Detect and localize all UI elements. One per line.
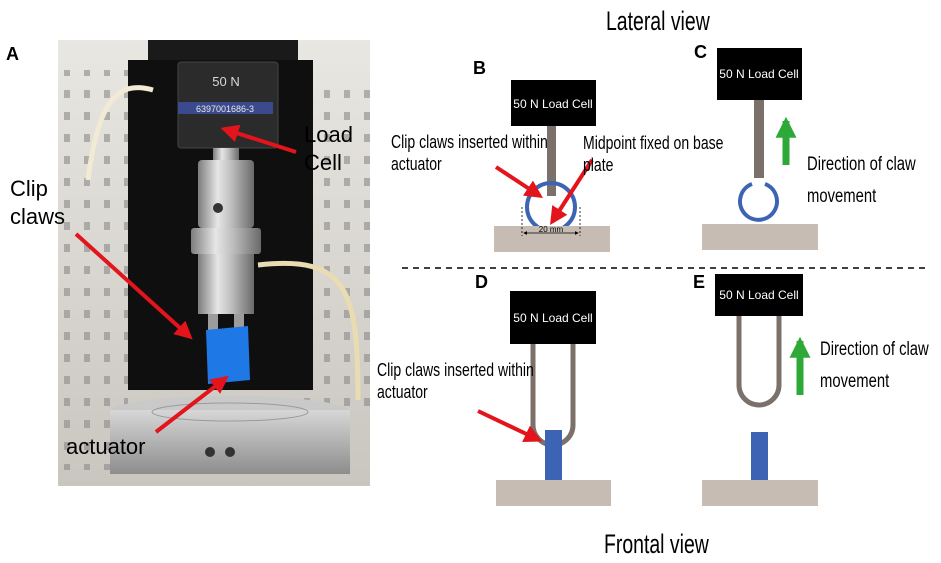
label-b-midpoint-line1: Midpoint fixed on base: [583, 133, 724, 153]
label-clip-claws-line1: Clip: [10, 176, 48, 201]
load-cell-text-b: 50 N Load Cell: [513, 97, 592, 111]
title-frontal-view: Frontal view: [604, 529, 709, 559]
load-cell-text-e: 50 N Load Cell: [719, 288, 798, 302]
grip-jaw-right: [234, 314, 244, 338]
panel-label-a: A: [6, 44, 19, 64]
claw-fork-e: [736, 316, 782, 408]
red-arrow-b-midpoint: [550, 158, 594, 226]
label-b-midpoint: Midpoint fixed on base plate: [583, 132, 723, 176]
coupler: [198, 160, 254, 228]
actuator-photo: [206, 326, 250, 384]
label-d-clip-claws: Clip claws inserted within actuator: [377, 359, 534, 403]
label-load-cell: Load Cell: [304, 121, 353, 177]
claw-fork-d: [530, 344, 576, 448]
grip-jaw-left: [208, 314, 218, 338]
label-d-clip-line1: Clip claws inserted within: [377, 360, 534, 380]
label-e-direction-line1: Direction of claw: [820, 339, 929, 360]
base-plate-c: [702, 224, 818, 250]
actuator-bar-e: [751, 432, 768, 480]
load-cell-text-d: 50 N Load Cell: [513, 311, 592, 325]
load-cell-box-e: [715, 274, 803, 316]
cable-right: [257, 260, 361, 401]
base-plate-b: [494, 226, 610, 252]
panel-label-e: E: [693, 272, 706, 292]
red-arrow-photo-actuator: [154, 375, 229, 434]
label-e-direction-line2: movement: [820, 371, 890, 392]
label-d-clip-line2: actuator: [377, 382, 428, 402]
label-b-midpoint-line2: plate: [583, 155, 614, 175]
label-c-direction-line2: movement: [807, 186, 877, 207]
panel-label-c: C: [694, 42, 707, 62]
red-arrow-b-clip: [494, 165, 544, 198]
claw-rod-c: [754, 100, 764, 178]
label-clip-claws-line2: claws: [10, 204, 66, 229]
red-arrow-d-clip: [477, 409, 543, 442]
base-plate-e: [702, 480, 818, 506]
claw-rod-b: [547, 126, 556, 196]
actuator-bar-d: [545, 430, 562, 480]
dim-label-b: 20 mm: [539, 225, 564, 234]
label-e-direction: Direction of claw movement: [820, 334, 929, 398]
label-c-direction: Direction of claw movement: [807, 149, 916, 213]
serial-sticker: [178, 102, 273, 114]
base-hole-right: [225, 447, 235, 457]
load-cell-force-text: 50 N: [212, 74, 239, 89]
panel-label-d: D: [475, 272, 488, 292]
load-cell-box-b: [511, 80, 596, 126]
clamp-collar: [191, 228, 261, 254]
grip-body: [198, 254, 254, 314]
load-cell-box-d: [510, 291, 596, 344]
actuator-ring-c: [738, 182, 779, 222]
red-arrow-photo-clip-claws: [74, 232, 193, 340]
title-lateral-view: Lateral view: [606, 6, 710, 36]
red-arrow-photo-load-cell: [220, 124, 297, 154]
load-cell-text-c: 50 N Load Cell: [719, 67, 798, 81]
label-actuator: actuator: [66, 434, 146, 459]
label-c-direction-line1: Direction of claw: [807, 154, 916, 175]
serial-number: 6397001686-3: [196, 104, 254, 114]
label-clip-claws: Clip claws: [10, 175, 65, 231]
load-cell-box-c: [717, 48, 802, 100]
coupler-screw: [213, 203, 223, 213]
cable-left: [85, 85, 154, 181]
label-b-clip-claws: Clip claws inserted within actuator: [391, 131, 548, 175]
base-plate-ring: [151, 402, 309, 422]
label-load-cell-line1: Load: [304, 122, 353, 147]
base-hole-left: [205, 447, 215, 457]
panel-label-b: B: [473, 58, 486, 78]
base-plate-d: [496, 480, 611, 506]
label-b-clip-line2: actuator: [391, 154, 442, 174]
label-b-clip-line1: Clip claws inserted within: [391, 132, 548, 152]
label-load-cell-line2: Cell: [304, 150, 342, 175]
shaft-top: [213, 148, 239, 162]
